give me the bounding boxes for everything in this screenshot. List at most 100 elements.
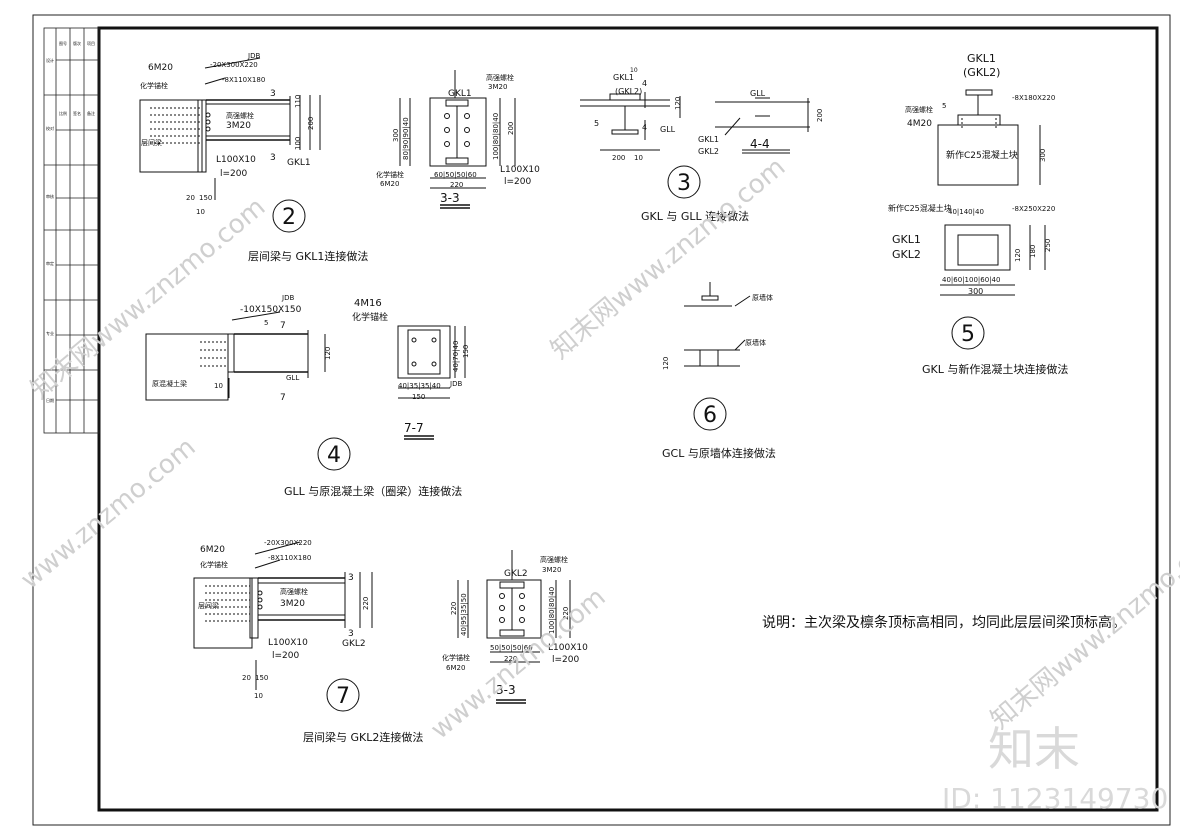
svg-text:5: 5	[961, 322, 975, 347]
watermark-text: www.znzmo.com	[15, 432, 201, 595]
detail-6	[684, 282, 751, 367]
svg-text:3: 3	[348, 629, 354, 639]
svg-text:化学锚栓: 化学锚栓	[352, 311, 388, 323]
svg-text:GKL1: GKL1	[287, 158, 311, 168]
section-7-7	[397, 325, 466, 440]
svg-text:3: 3	[270, 89, 276, 99]
svg-text:L100X10: L100X10	[548, 643, 588, 653]
detail-4-labels: JDB -10X150X150 5 7 7 原混凝土梁 GLL 120 10	[152, 294, 332, 403]
svg-text:3: 3	[348, 573, 354, 583]
section-7-7-labels: 4M16 化学锚栓 40|70|40 150 40|35|35|40 150 J…	[352, 298, 470, 435]
svg-text:7-7: 7-7	[404, 421, 424, 435]
svg-text:150: 150	[412, 393, 425, 401]
svg-text:GKL1: GKL1	[967, 52, 996, 65]
detail-7	[193, 541, 373, 690]
svg-text:层间梁: 层间梁	[141, 138, 162, 147]
svg-text:新作C25混凝土块: 新作C25混凝土块	[946, 149, 1018, 161]
title-block-labels: 设计 校对 审核 审定 专业 日期 图号 版次 项目 比例 签名 备注	[46, 40, 95, 403]
svg-text:250: 250	[1044, 239, 1052, 252]
section-3-3-b	[457, 550, 571, 704]
svg-text:-10X150X150: -10X150X150	[240, 305, 302, 315]
detail-5-callout: 5 GKL 与新作混凝土块连接做法	[922, 316, 1068, 376]
svg-text:GKL1: GKL1	[698, 135, 719, 144]
svg-text:6M20: 6M20	[148, 63, 173, 73]
svg-text:150: 150	[462, 345, 470, 358]
svg-text:-8X180X220: -8X180X220	[1012, 94, 1055, 102]
detail-7-callout: 7 层间梁与 GKL2连接做法	[303, 678, 423, 744]
svg-text:4-4: 4-4	[750, 137, 770, 151]
svg-text:200: 200	[507, 122, 515, 135]
svg-text:GLL 与原混凝土梁（圈梁）连接做法: GLL 与原混凝土梁（圈梁）连接做法	[284, 484, 462, 498]
svg-text:l=200: l=200	[552, 655, 579, 665]
svg-text:10: 10	[634, 154, 643, 162]
svg-text:3M20: 3M20	[542, 566, 561, 574]
svg-text:4: 4	[642, 79, 647, 88]
svg-text:150: 150	[199, 194, 212, 202]
svg-text:高强螺栓: 高强螺栓	[226, 111, 254, 120]
svg-text:3M20: 3M20	[280, 599, 305, 609]
svg-text:层间梁与 GKL1连接做法: 层间梁与 GKL1连接做法	[248, 249, 368, 263]
svg-text:220: 220	[362, 597, 370, 610]
svg-text:层间梁与 GKL2连接做法: 层间梁与 GKL2连接做法	[303, 730, 423, 744]
svg-text:4: 4	[642, 123, 647, 132]
detail-7-labels: 6M20 化学锚栓 -20X300X220 -8X110X180 高强螺栓 3M…	[198, 539, 370, 700]
svg-text:150: 150	[255, 674, 268, 682]
svg-text:6M20: 6M20	[446, 664, 465, 672]
general-note: 说明：主次梁及檩条顶标高相同，均同此层层间梁顶标高。	[762, 614, 1126, 631]
svg-text:GKL2: GKL2	[698, 147, 719, 156]
svg-text:60|50|50|60: 60|50|50|60	[434, 171, 477, 179]
svg-text:5: 5	[942, 102, 946, 110]
svg-text:原墙体: 原墙体	[745, 338, 766, 347]
svg-text:化学锚栓: 化学锚栓	[140, 81, 168, 90]
svg-text:高强螺栓: 高强螺栓	[486, 73, 514, 82]
svg-text:审定: 审定	[46, 260, 54, 266]
detail-6-labels: 原墙体 原墙体 120	[662, 293, 773, 370]
svg-text:120: 120	[1014, 249, 1022, 262]
svg-text:(GKL2): (GKL2)	[963, 66, 1000, 79]
svg-text:l=200: l=200	[220, 169, 247, 179]
svg-text:120: 120	[324, 347, 332, 360]
svg-text:GLL: GLL	[286, 374, 299, 382]
svg-text:10: 10	[196, 208, 205, 216]
detail-4-callout: 4 GLL 与原混凝土梁（圈梁）连接做法	[284, 437, 462, 498]
svg-text:10: 10	[214, 382, 223, 390]
brand-id: ID: 1123149730	[942, 782, 1168, 815]
section-3-3-b-labels: GKL2 高强螺栓 3M20 220 40|95|35|50 100|80|80…	[442, 555, 588, 697]
svg-text:7: 7	[280, 393, 286, 403]
svg-text:3: 3	[677, 171, 691, 196]
svg-text:5: 5	[264, 319, 268, 327]
watermark-text: 知末网www.znzmo.com	[25, 192, 271, 405]
svg-text:化学锚栓: 化学锚栓	[376, 170, 404, 179]
svg-text:40|95|35|50: 40|95|35|50	[460, 593, 468, 636]
svg-text:GKL2: GKL2	[504, 569, 528, 579]
detail-4	[145, 311, 326, 401]
brand-logo: 知末	[988, 722, 1080, 776]
svg-text:层间梁: 层间梁	[198, 601, 219, 610]
section-3-3-a-labels: GKL1 高强螺栓 3M20 300 80|90|90|40 100|80|80…	[376, 73, 540, 205]
svg-text:-20X300X220: -20X300X220	[264, 539, 312, 547]
svg-text:GLL: GLL	[750, 89, 766, 98]
svg-text:100|80|80|40: 100|80|80|40	[548, 587, 556, 634]
svg-text:110: 110	[294, 95, 302, 108]
svg-text:项目: 项目	[87, 40, 95, 46]
svg-text:JDB: JDB	[247, 52, 260, 60]
svg-text:图号: 图号	[59, 40, 67, 46]
svg-text:180: 180	[1029, 245, 1037, 258]
svg-text:220: 220	[450, 602, 458, 615]
svg-text:80|90|90|40: 80|90|90|40	[402, 117, 410, 160]
svg-text:专业: 专业	[46, 330, 54, 336]
svg-text:L100X10: L100X10	[500, 165, 540, 175]
svg-text:200: 200	[816, 109, 824, 122]
svg-text:100: 100	[294, 137, 302, 150]
svg-text:原墙体: 原墙体	[752, 293, 773, 302]
svg-text:GKL1: GKL1	[613, 73, 634, 82]
svg-text:100|80|80|40: 100|80|80|40	[492, 113, 500, 160]
detail-6-callout: 6 GCL 与原墙体连接做法	[662, 397, 776, 460]
svg-text:化学锚栓: 化学锚栓	[200, 560, 228, 569]
svg-text:220: 220	[504, 655, 517, 663]
detail-2-callout: 2 层间梁与 GKL1连接做法	[248, 199, 368, 263]
svg-text:化学锚栓: 化学锚栓	[442, 653, 470, 662]
svg-text:220: 220	[562, 607, 570, 620]
svg-text:GKL2: GKL2	[342, 639, 366, 649]
